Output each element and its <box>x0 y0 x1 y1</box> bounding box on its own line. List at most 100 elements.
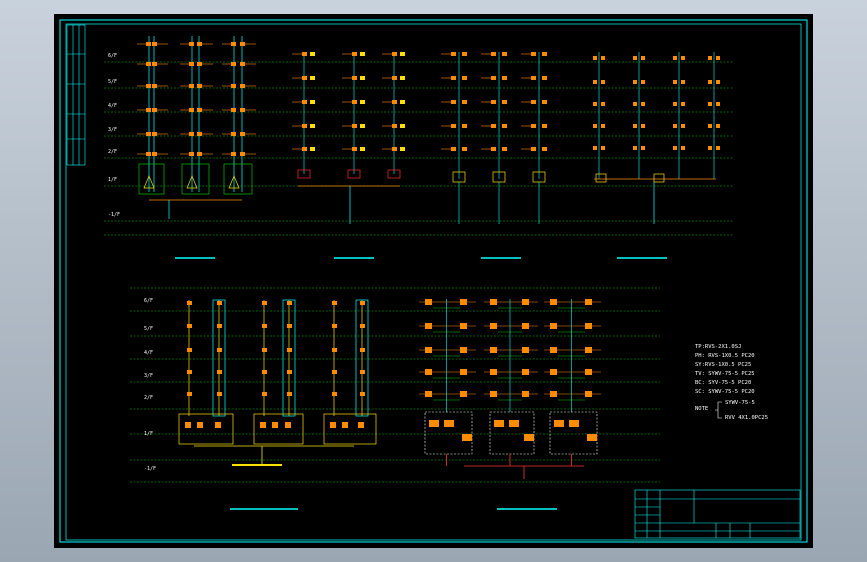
tap-block <box>360 147 365 151</box>
outlet-block <box>152 108 157 112</box>
camera-block <box>460 323 467 329</box>
legend-line-5: BC: SYV-75-5 PC20 <box>695 380 751 386</box>
speaker-block <box>716 56 720 60</box>
legend-line-1: TP:RVS-2X1.0SJ <box>695 344 741 350</box>
outlet-block <box>146 152 151 156</box>
intercom-block <box>262 301 267 305</box>
camera-block <box>490 391 497 397</box>
control-module <box>429 420 439 427</box>
camera-block <box>425 369 432 375</box>
camera-block <box>490 299 497 305</box>
camera-block <box>550 369 557 375</box>
tap-block <box>302 100 307 104</box>
legend-brace-item-1: SYWV-75-5 <box>725 400 755 406</box>
floor-label: 1/F <box>144 431 153 437</box>
outlet-block <box>146 108 151 112</box>
legend-line-6: SC: SYWV-75-5 PC20 <box>695 389 755 395</box>
control-enclosure <box>489 411 535 455</box>
intercom-block <box>217 392 222 396</box>
port-block <box>531 147 536 151</box>
port-block <box>462 52 467 56</box>
intercom-block <box>262 324 267 328</box>
port-block <box>542 100 547 104</box>
speaker-block <box>593 146 597 150</box>
port-block <box>502 52 507 56</box>
control-module <box>509 420 519 427</box>
speaker-block <box>641 80 645 84</box>
port-block <box>462 76 467 80</box>
port-block <box>451 147 456 151</box>
distribution-cabinet <box>138 163 165 195</box>
camera-block <box>585 391 592 397</box>
camera-block <box>522 347 529 353</box>
tap-block <box>392 100 397 104</box>
panel-module <box>342 422 348 428</box>
tap-block <box>400 147 405 151</box>
tap-block <box>310 100 315 104</box>
amplifier-symbol <box>186 175 198 189</box>
intercom-block <box>217 324 222 328</box>
camera-block <box>585 347 592 353</box>
port-block <box>502 76 507 80</box>
outlet-block <box>240 132 245 136</box>
port-block <box>531 52 536 56</box>
outlet-block <box>189 62 194 66</box>
intercom-block <box>287 301 292 305</box>
speaker-block <box>673 80 677 84</box>
outlet-block <box>197 132 202 136</box>
floor-label: -1/F <box>144 466 156 472</box>
outlet-block <box>197 108 202 112</box>
outlet-block <box>240 84 245 88</box>
port-block <box>542 147 547 151</box>
tap-block <box>302 147 307 151</box>
speaker-block <box>633 56 637 60</box>
tap-block <box>400 124 405 128</box>
floor-label: 5/F <box>144 326 153 332</box>
intercom-block <box>187 370 192 374</box>
riser-duct <box>355 299 369 417</box>
tap-block <box>400 76 405 80</box>
speaker-block <box>681 80 685 84</box>
intercom-block <box>332 348 337 352</box>
port-block <box>542 52 547 56</box>
intercom-block <box>262 392 267 396</box>
tap-block <box>310 52 315 56</box>
speaker-block <box>593 80 597 84</box>
floor-label: 2/F <box>108 149 117 155</box>
panel-module <box>185 422 191 428</box>
speaker-block <box>681 146 685 150</box>
legend-brace <box>715 401 722 419</box>
outer-frame <box>59 19 808 543</box>
outlet-block <box>240 42 245 46</box>
broadcast-riser-system <box>593 52 720 224</box>
outlet-block <box>146 62 151 66</box>
intercom-block <box>287 370 292 374</box>
tap-block <box>360 76 365 80</box>
speaker-block <box>673 146 677 150</box>
speaker-block <box>601 146 605 150</box>
cad-drawing: 6/F5/F4/F3/F2/F1/F-1/F 6/F5/F4/F3/F2/F1/… <box>59 19 808 543</box>
camera-block <box>425 323 432 329</box>
outlet-block <box>231 152 236 156</box>
camera-block <box>460 391 467 397</box>
riser-duct <box>212 299 226 417</box>
control-module <box>494 420 504 427</box>
speaker-block <box>641 124 645 128</box>
outlet-block <box>231 42 236 46</box>
floor-label: 4/F <box>108 103 117 109</box>
floor-label: 1/F <box>108 177 117 183</box>
riser-duct <box>282 299 296 417</box>
port-block <box>542 124 547 128</box>
tap-block <box>302 76 307 80</box>
speaker-block <box>673 102 677 106</box>
intercom-block <box>360 370 365 374</box>
outlet-block <box>240 152 245 156</box>
speaker-block <box>641 102 645 106</box>
port-block <box>491 76 496 80</box>
control-module <box>554 420 564 427</box>
tap-block <box>360 100 365 104</box>
port-block <box>491 52 496 56</box>
port-block <box>451 52 456 56</box>
port-block <box>491 100 496 104</box>
legend-line-2: PH: RVS-1X0.5 PC20 <box>695 353 755 359</box>
